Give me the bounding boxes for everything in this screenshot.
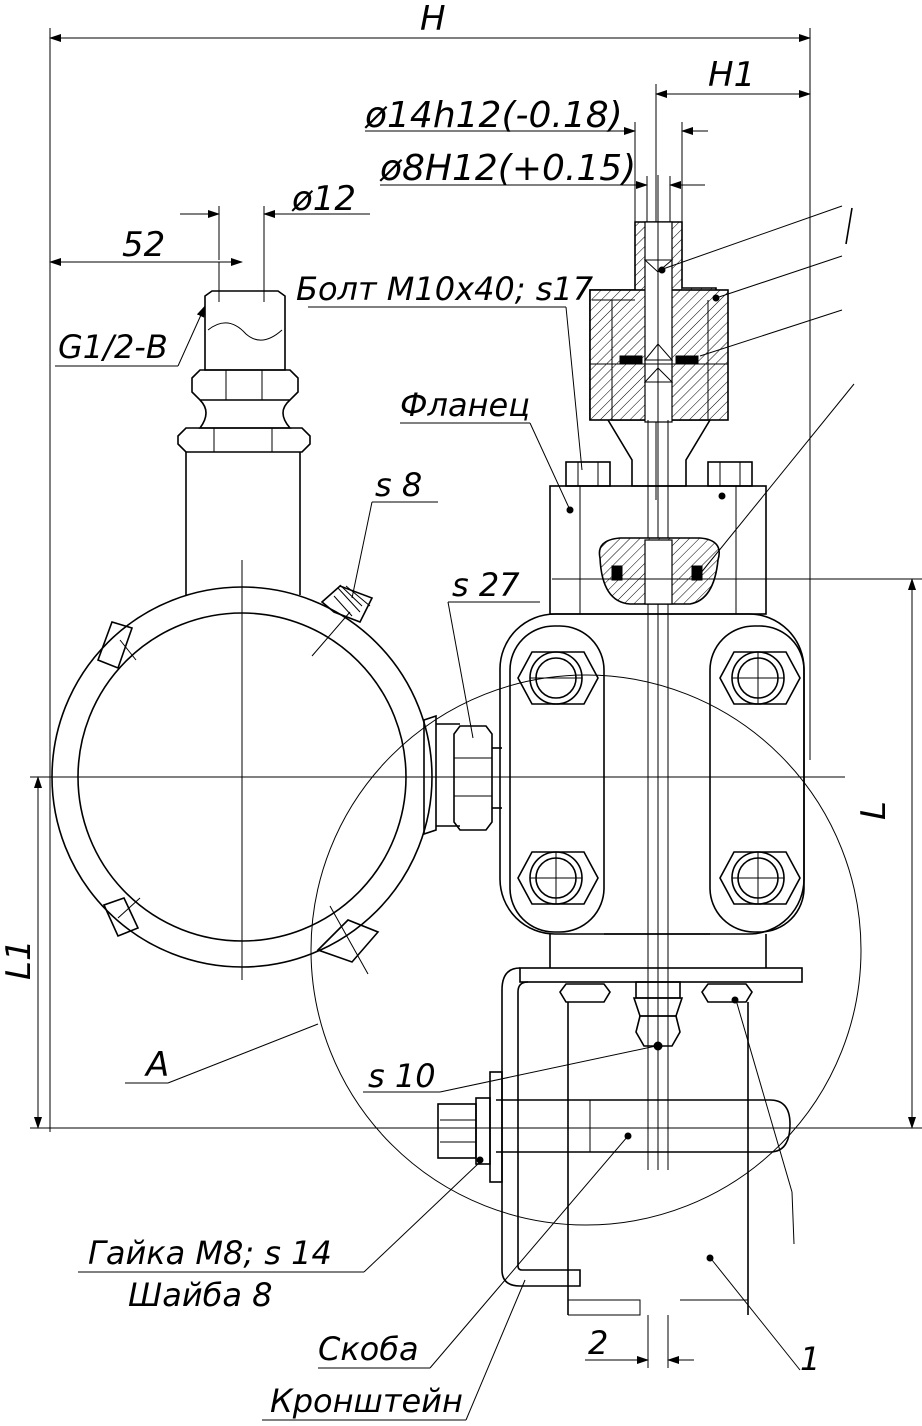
dimension-h: H (49, 0, 811, 1132)
callout-bolt: Болт M10x40; s17 (296, 270, 594, 471)
u-bolt (437, 1071, 791, 1183)
dimension-2: 2 (585, 1315, 694, 1368)
dim-l-label: L (854, 801, 894, 820)
sensor-body (499, 613, 805, 968)
s27-label: s 27 (452, 566, 520, 604)
washer-label: Шайба 8 (128, 1276, 273, 1314)
callout-s10: s 10 (363, 1045, 657, 1095)
gauge-fitting (177, 262, 311, 595)
callout-a: A (125, 1023, 319, 1085)
sensor-pipe (567, 1002, 749, 1316)
dimension-phi8: ø8H12(+0.15) (379, 148, 705, 222)
dim-h1-label: H1 (708, 55, 755, 95)
callout-bracket: Скоба (318, 1135, 629, 1369)
ref-1-label: 1 (800, 1340, 820, 1378)
s8-label: s 8 (375, 466, 422, 504)
dimension-phi14: ø14h12(-0.18) (364, 95, 708, 222)
mounting-plate (501, 967, 803, 1287)
detail-a-label: A (144, 1045, 169, 1085)
dim-52-label: 52 (122, 225, 165, 265)
bracket-label: Скоба (318, 1330, 419, 1368)
right-leaders (658, 205, 855, 575)
support-label: Кронштейн (270, 1382, 463, 1420)
nut-label: Гайка M8; s 14 (88, 1234, 332, 1272)
flange (549, 461, 922, 615)
dim-phi14-label: ø14h12(-0.18) (364, 95, 623, 136)
gauge-head (51, 560, 502, 980)
flange-label: Фланец (400, 386, 530, 424)
callout-s8: s 8 (351, 466, 438, 599)
dim-phi8-label: ø8H12(+0.15) (379, 148, 636, 189)
dimension-l1: L1 (0, 776, 42, 1129)
callout-nut-washer: Гайка M8; s 14 Шайба 8 (78, 1156, 484, 1314)
detail-circle-a (310, 674, 862, 1226)
thread-callout: G1/2-B (55, 305, 206, 367)
bolt-label: Болт M10x40; s17 (296, 270, 594, 308)
dim-phi12-label: ø12 (291, 179, 356, 219)
detail-a-square (316, 905, 380, 975)
callout-s27: s 27 (447, 566, 540, 739)
thread-label: G1/2-B (58, 328, 168, 366)
hex-bolts (517, 651, 801, 905)
bottom-right-leaders: 1 (711, 999, 820, 1378)
dim-l1-label: L1 (0, 939, 39, 980)
callout-flange: Фланец (400, 386, 571, 511)
dimension-52: 52 (49, 225, 243, 266)
s10-label: s 10 (368, 1057, 436, 1095)
dim-h-label: H (420, 0, 446, 39)
callout-support: Кронштейн (262, 1279, 526, 1421)
dim-2-label: 2 (588, 1324, 608, 1362)
